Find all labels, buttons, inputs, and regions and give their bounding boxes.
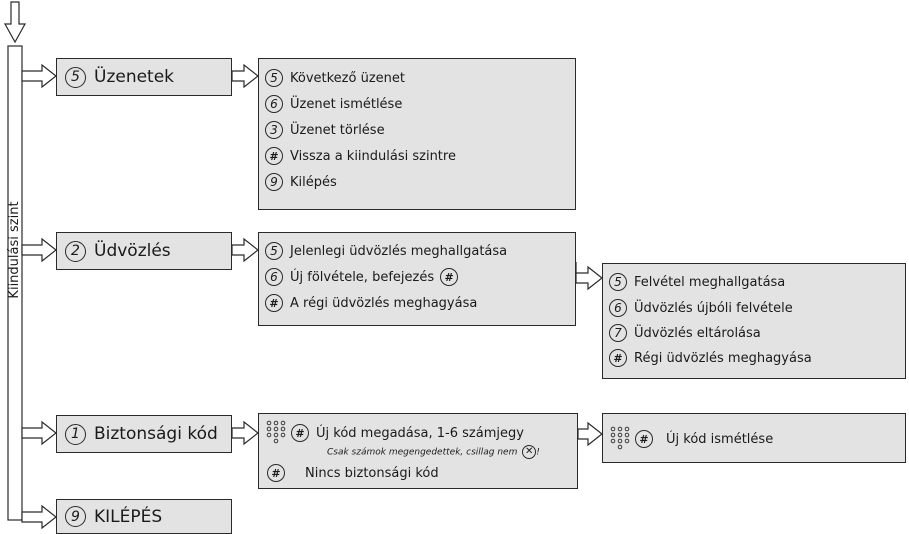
submenu-item[interactable]: # Vissza a kiindulási szintre: [265, 147, 456, 165]
key-9-icon: 9: [265, 173, 283, 191]
item-label: Vissza a kiindulási szintre: [290, 148, 456, 164]
item-label: Jelenlegi üdvözlés meghallgatása: [290, 243, 508, 259]
level-bar: [7, 45, 23, 521]
key-6-icon: 6: [265, 268, 283, 286]
keypad-icon: [610, 426, 630, 450]
messages-submenu: 5 Következő üzenet 6 Üzenet ismétlése 3 Üze…: [258, 58, 576, 210]
hash-key-icon: #: [635, 430, 653, 448]
item-label: Üzenet törlése: [290, 122, 385, 138]
submenu-item[interactable]: 7 Üdvözlés eltárolása: [609, 324, 761, 342]
repeat-code-box: # Új kód ismétlése: [602, 413, 906, 463]
note-text: Csak számok megengedettek, csillag nem: [327, 447, 518, 458]
submenu-item[interactable]: 5 Jelenlegi üdvözlés meghallgatása: [265, 242, 507, 260]
security-submenu: # Új kód megadása, 1-6 számjegy Csak szá…: [258, 413, 578, 489]
recording-submenu: 5 Felvétel meghallgatása 6 Üdvözlés újbóli…: [602, 263, 906, 379]
item-label: Felvétel meghallgatása: [634, 274, 786, 290]
key-5-icon: 5: [265, 69, 283, 87]
submenu-item[interactable]: 6 Üdvözlés újbóli felvétele: [609, 299, 793, 317]
submenu-item[interactable]: 6 Üzenet ismétlése: [265, 95, 402, 113]
main-menu-biztonsagi-kod[interactable]: 1 Biztonsági kód: [56, 415, 232, 453]
arrow-to-biztonsagi: [21, 420, 57, 446]
item-label: Kilépés: [290, 174, 337, 190]
item-label: Új kód megadása, 1-6 számjegy: [316, 425, 524, 441]
arrow-to-uzenetek: [21, 63, 57, 89]
item-label: Régi üdvözlés meghagyása: [634, 350, 812, 366]
hash-key-icon: #: [265, 147, 283, 165]
submenu-item[interactable]: 9 Kilépés: [265, 173, 337, 191]
submenu-item[interactable]: 6 Új fölvétele, befejezés #: [265, 268, 465, 286]
arrow-to-messages-submenu: [231, 63, 259, 89]
level-bar-label-svg: Kiindulási szint: [7, 201, 20, 298]
key-5-icon: 5: [265, 242, 283, 260]
repeat-code-item[interactable]: # Új kód ismétlése: [609, 426, 773, 452]
key-9-icon: 9: [65, 506, 86, 527]
key-6-icon: 6: [265, 95, 283, 113]
key-6-icon: 6: [609, 299, 627, 317]
item-label: Új kód ismétlése: [666, 431, 774, 447]
security-note: Csak számok megengedettek, csillag nem ✕…: [327, 445, 540, 459]
key-7-icon: 7: [609, 324, 627, 342]
arrow-to-greeting-submenu: [231, 237, 259, 263]
item-label: Üzenet ismétlése: [290, 96, 403, 112]
main-menu-udvozles[interactable]: 2 Üdvözlés: [56, 232, 232, 270]
star-forbidden-icon: ✕: [522, 445, 537, 459]
no-code-item[interactable]: # Nincs biztonsági kód: [267, 464, 439, 482]
item-label: Üdvözlés eltárolása: [634, 325, 761, 341]
item-label: Nincs biztonsági kód: [305, 465, 439, 481]
submenu-item[interactable]: 5 Következő üzenet: [265, 69, 405, 87]
arrow-to-kilepes: [21, 504, 57, 530]
menu-label: Üdvözlés: [94, 241, 171, 261]
key-5-icon: 5: [65, 66, 86, 88]
submenu-item[interactable]: # A régi üdvözlés meghagyása: [265, 294, 477, 312]
arrow-to-security-submenu: [231, 420, 259, 446]
key-2-icon: 2: [65, 240, 86, 262]
menu-label: Üzenetek: [94, 67, 175, 87]
keypad-icon: [266, 420, 286, 444]
arrow-to-repeat-code: [577, 421, 603, 447]
main-menu-uzenetek[interactable]: 5 Üzenetek: [56, 58, 232, 96]
hash-key-icon: #: [440, 268, 459, 286]
arrow-to-recording-submenu: [575, 262, 603, 291]
menu-label: Biztonsági kód: [94, 424, 218, 444]
arrow-to-udvozles: [21, 237, 57, 263]
key-5-icon: 5: [609, 273, 627, 291]
new-code-item[interactable]: # Új kód megadása, 1-6 számjegy: [265, 420, 524, 446]
hash-key-icon: #: [609, 349, 627, 367]
submenu-item[interactable]: # Régi üdvözlés meghagyása: [609, 349, 812, 367]
key-3-icon: 3: [265, 121, 283, 139]
menu-label: KILÉPÉS: [94, 506, 163, 527]
note-end: !: [536, 447, 540, 458]
item-label: A régi üdvözlés meghagyása: [290, 295, 478, 311]
item-label: Új fölvétele, befejezés: [290, 269, 435, 285]
greeting-submenu: 5 Jelenlegi üdvözlés meghallgatása 6 Új fö…: [258, 232, 576, 326]
submenu-item[interactable]: 3 Üzenet törlése: [265, 121, 385, 139]
hash-key-icon: #: [291, 424, 309, 442]
item-label: Üdvözlés újbóli felvétele: [634, 300, 793, 316]
level-bar-label: Kiindulási szint: [7, 201, 20, 298]
hash-key-icon: #: [267, 464, 285, 482]
key-1-icon: 1: [65, 423, 86, 445]
item-label: Következő üzenet: [290, 70, 405, 86]
submenu-item[interactable]: 5 Felvétel meghallgatása: [609, 273, 785, 291]
hash-key-icon: #: [265, 294, 283, 312]
entry-arrow: [3, 1, 27, 44]
main-menu-kilepes[interactable]: 9 KILÉPÉS: [56, 499, 232, 534]
